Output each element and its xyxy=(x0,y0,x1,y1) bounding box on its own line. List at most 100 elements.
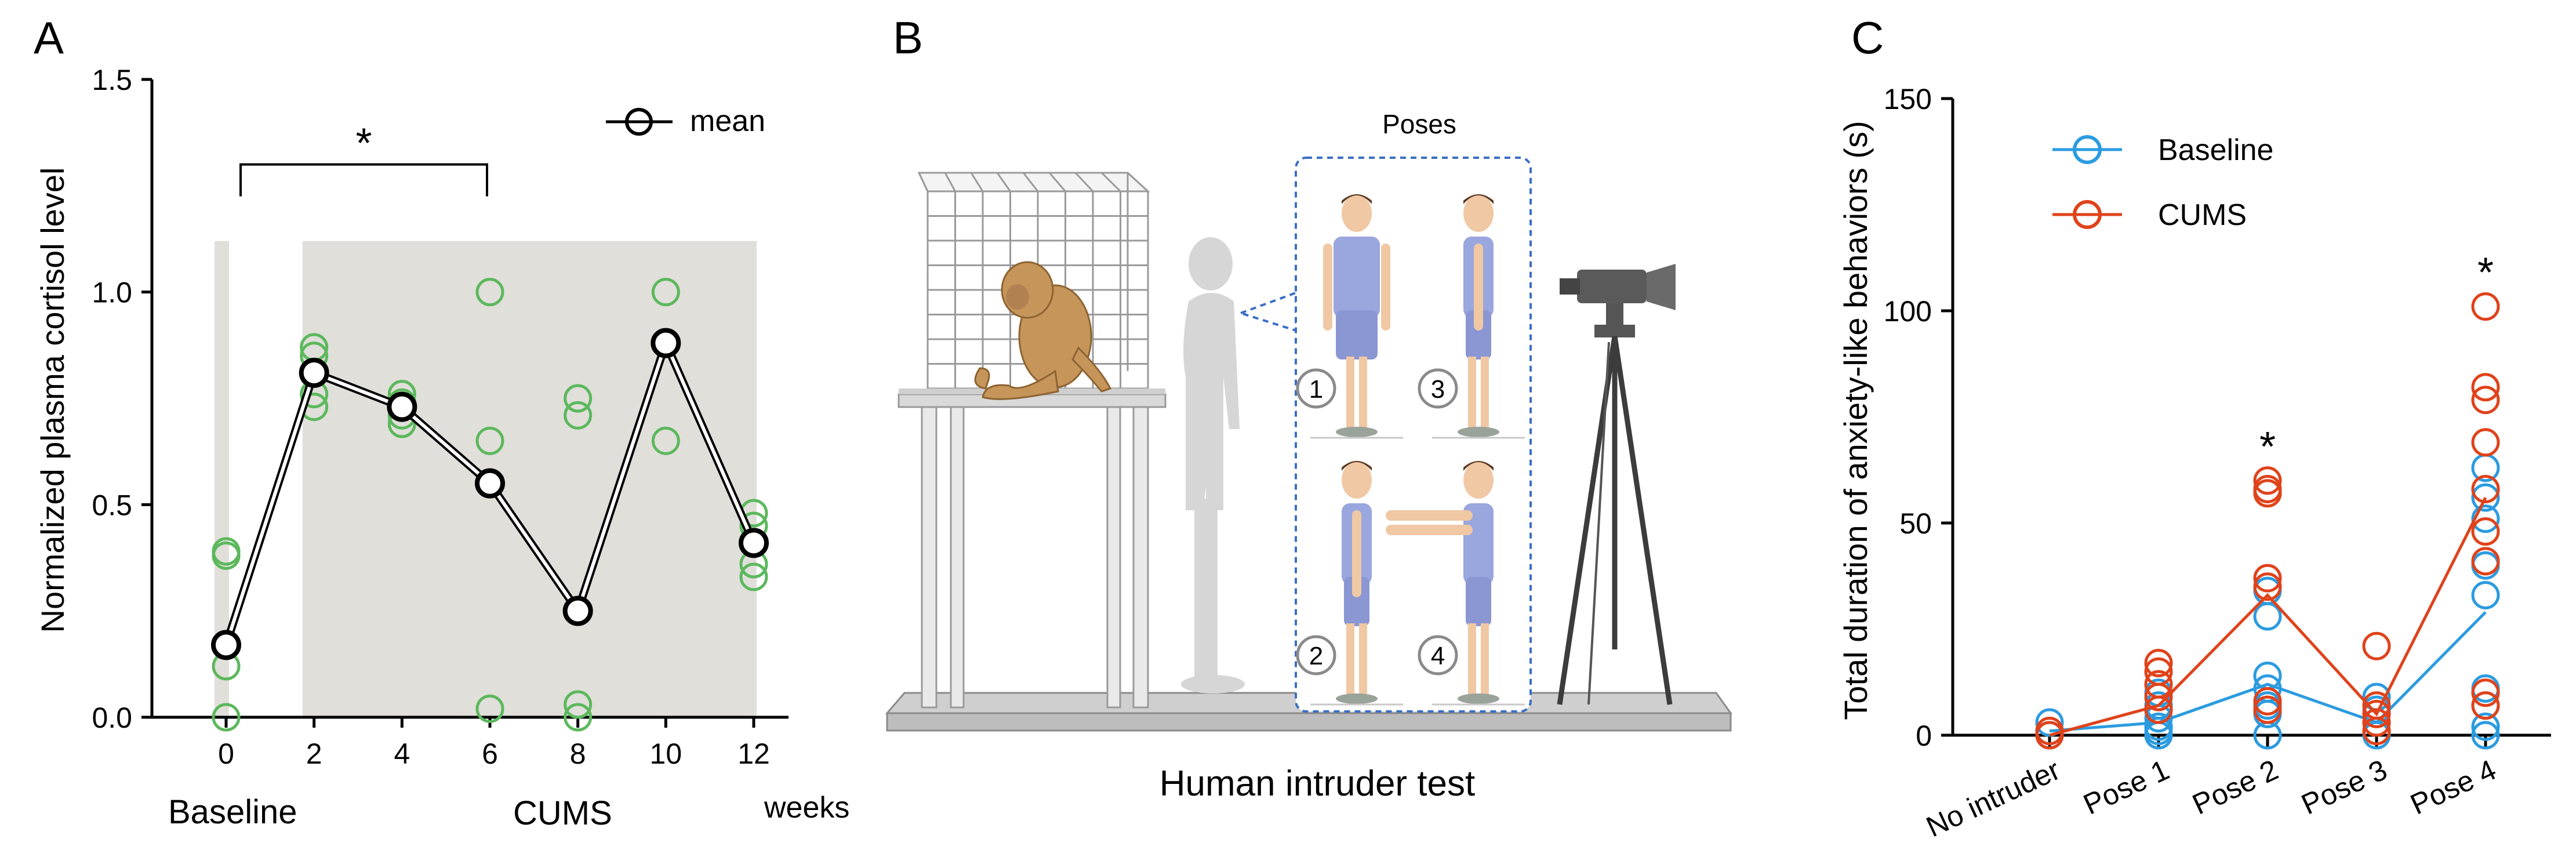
shaded-region-1 xyxy=(302,241,757,718)
significance-star: * xyxy=(355,121,372,167)
x-tick-label: Pose 1 xyxy=(2079,753,2174,821)
x-tick-label: 12 xyxy=(737,738,770,770)
pose-number: 4 xyxy=(1431,642,1445,670)
pose-arm xyxy=(1386,525,1473,535)
pose-figure-3: 2 xyxy=(1296,461,1403,706)
cortisol-point xyxy=(651,426,680,455)
pose-leg xyxy=(1346,623,1354,696)
camera-on-tripod-icon xyxy=(1557,264,1676,705)
mean-series xyxy=(211,328,769,660)
legend-marker-cums xyxy=(2073,200,2102,229)
pose-shoes xyxy=(1336,693,1378,704)
pose-shoes xyxy=(1458,427,1499,437)
x-tick-label: 6 xyxy=(482,738,498,770)
panel-c-letter: C xyxy=(1851,12,1884,63)
cortisol-point xyxy=(475,278,504,307)
y-tick-label: 1.0 xyxy=(92,277,132,309)
cortisol-point xyxy=(564,703,593,732)
pose-number-badge xyxy=(1418,635,1458,675)
series-point xyxy=(2253,479,2282,508)
bracket-line xyxy=(239,163,488,197)
series-point xyxy=(2253,564,2282,593)
cortisol-point xyxy=(475,694,504,723)
pose-leg xyxy=(1346,357,1354,429)
series-point xyxy=(2471,292,2500,321)
human-silhouette-icon xyxy=(1181,237,1245,693)
shaded-regions xyxy=(215,241,757,718)
panel-b-letter: B xyxy=(893,12,923,63)
series-baseline xyxy=(2035,453,2500,750)
pose-figure-1: 1 xyxy=(1296,194,1403,439)
series-point xyxy=(2362,717,2391,746)
cage-bar-top xyxy=(1048,172,1066,192)
series xyxy=(2035,292,2500,750)
pose-hair xyxy=(1342,194,1372,204)
pose-shorts xyxy=(1344,577,1369,626)
pose-shoes xyxy=(1336,427,1378,437)
poses-title: Poses xyxy=(1382,109,1456,139)
mean-point xyxy=(562,595,593,626)
pose-figure-2: 3 xyxy=(1418,194,1525,439)
cortisol-point xyxy=(564,384,593,413)
series-mean-line xyxy=(2049,611,2487,733)
pose-number: 1 xyxy=(1309,375,1323,404)
phase-label-cums: CUMS xyxy=(513,794,612,832)
pose-number: 3 xyxy=(1431,375,1445,404)
panel-b: B xyxy=(885,12,1732,804)
cage-bar-top xyxy=(1022,172,1039,192)
series-point xyxy=(2253,602,2282,631)
cage-bar-top xyxy=(918,172,929,192)
series-point xyxy=(2253,695,2282,724)
pose-hair xyxy=(1463,194,1494,204)
pose-shoes xyxy=(1458,693,1499,704)
y-axis-label: Total duration of anxiety-like behaviors… xyxy=(1837,121,1874,720)
pose-head xyxy=(1463,462,1494,499)
y-tick-label: 0 xyxy=(1916,720,1932,752)
cage-bar-top xyxy=(970,172,984,192)
significance-bracket: * xyxy=(239,121,488,197)
pose-leg xyxy=(1359,357,1367,429)
series-point xyxy=(2471,678,2500,707)
pose-number-badge xyxy=(1418,368,1458,409)
pose-arm xyxy=(1474,244,1483,331)
series-point xyxy=(2471,504,2500,533)
cortisol-point xyxy=(564,401,593,430)
x-tick-label: 2 xyxy=(306,738,322,770)
mean-point xyxy=(739,528,769,558)
panel-a-letter: A xyxy=(34,12,64,63)
phase-label-baseline: Baseline xyxy=(168,793,297,831)
series-point xyxy=(2144,682,2173,711)
cage-icon xyxy=(898,172,1167,709)
y-tick-label: 0.0 xyxy=(92,702,132,734)
pose-shorts xyxy=(1336,310,1378,359)
series-point xyxy=(2144,695,2173,724)
test-caption: Human intruder test xyxy=(1160,764,1475,804)
series-point xyxy=(2144,649,2173,678)
mean-point xyxy=(299,358,329,388)
series-point xyxy=(2362,699,2391,728)
y-tick-label: 1.5 xyxy=(92,64,132,96)
pose-leg xyxy=(1468,357,1476,429)
series-cums xyxy=(2035,292,2500,750)
pose-arm xyxy=(1352,510,1361,597)
cortisol-point xyxy=(651,278,680,307)
y-axis-label: Normalized plasma cortisol level xyxy=(34,168,71,633)
cage-bar-top xyxy=(996,172,1011,192)
cortisol-point xyxy=(212,703,241,732)
legend-marker-baseline xyxy=(2073,135,2102,164)
pose-leg xyxy=(1359,623,1367,696)
pose-leg xyxy=(1481,623,1489,696)
legend: mean xyxy=(606,104,765,138)
series-point xyxy=(2471,547,2500,576)
series-point xyxy=(2471,373,2500,402)
series-point xyxy=(2471,483,2500,512)
series-point xyxy=(2471,721,2500,750)
cortisol-point xyxy=(739,562,768,591)
weeks-label: weeks xyxy=(764,791,849,825)
x-tick-label: 0 xyxy=(218,738,234,770)
